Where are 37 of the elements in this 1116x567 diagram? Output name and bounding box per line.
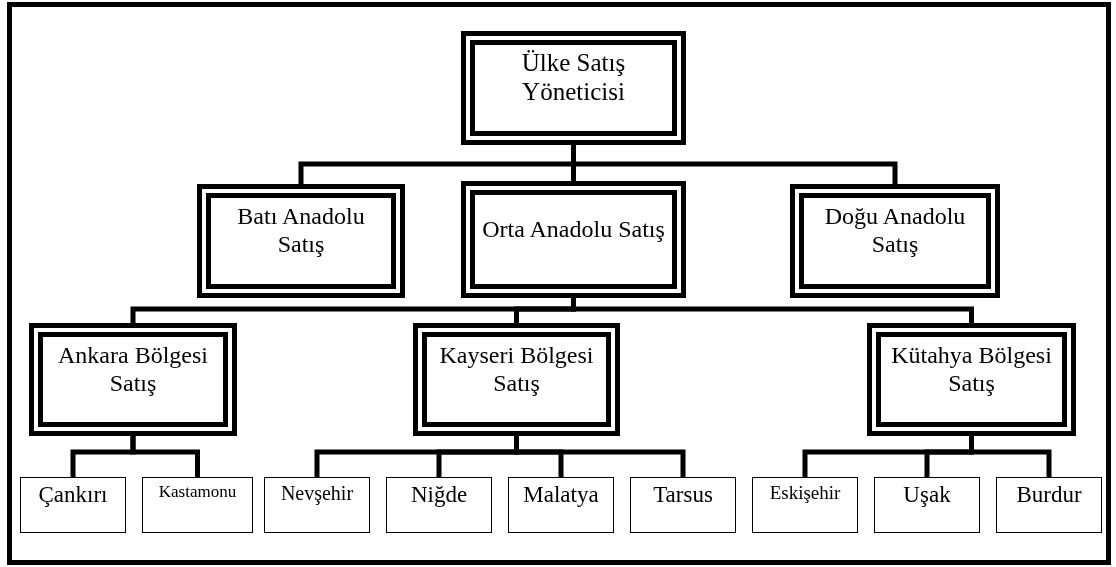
connector-line xyxy=(571,298,974,323)
node-label: Çankırı xyxy=(38,482,108,509)
node-label: Uşak xyxy=(903,482,951,509)
connector-line xyxy=(514,436,686,477)
node-label: Orta Anadolu Satış xyxy=(482,215,665,244)
node-label: Kastamonu xyxy=(158,482,237,502)
node-label: Eskişehir xyxy=(769,482,841,504)
connector-line xyxy=(571,145,898,184)
node-label: Tarsus xyxy=(653,482,713,509)
node-label: Kütahya Bölgesi Satış xyxy=(890,341,1053,398)
node-label: Malatya xyxy=(523,482,599,509)
city-box xyxy=(996,477,1102,533)
city-box xyxy=(752,477,858,533)
double-bordered-box xyxy=(29,323,237,436)
double-bordered-box xyxy=(413,323,620,436)
double-bordered-box xyxy=(461,31,686,145)
double-bordered-box xyxy=(197,184,405,298)
connector-line xyxy=(969,436,1052,477)
city-box xyxy=(508,477,614,533)
city-box xyxy=(874,477,980,533)
city-box xyxy=(264,477,370,533)
city-box xyxy=(20,477,126,533)
node-label: Kayseri Bölgesi Satış xyxy=(438,341,595,398)
double-bordered-box xyxy=(461,181,686,298)
connector-line xyxy=(130,436,200,477)
city-box xyxy=(142,477,253,533)
node-label: Doğu Anadolu Satış xyxy=(823,203,967,259)
node-label: Nevşehir xyxy=(280,482,354,505)
node-label: Niğde xyxy=(410,482,468,509)
city-box xyxy=(386,477,492,533)
node-label: Ülke Satış Yöneticisi xyxy=(520,49,627,107)
city-box xyxy=(630,477,736,533)
double-bordered-box xyxy=(790,184,1000,298)
node-label: Burdur xyxy=(1016,482,1082,509)
node-label: Ankara Bölgesi Satış xyxy=(57,341,209,398)
double-bordered-box xyxy=(867,323,1076,436)
node-label: Batı Anadolu Satış xyxy=(236,203,366,259)
